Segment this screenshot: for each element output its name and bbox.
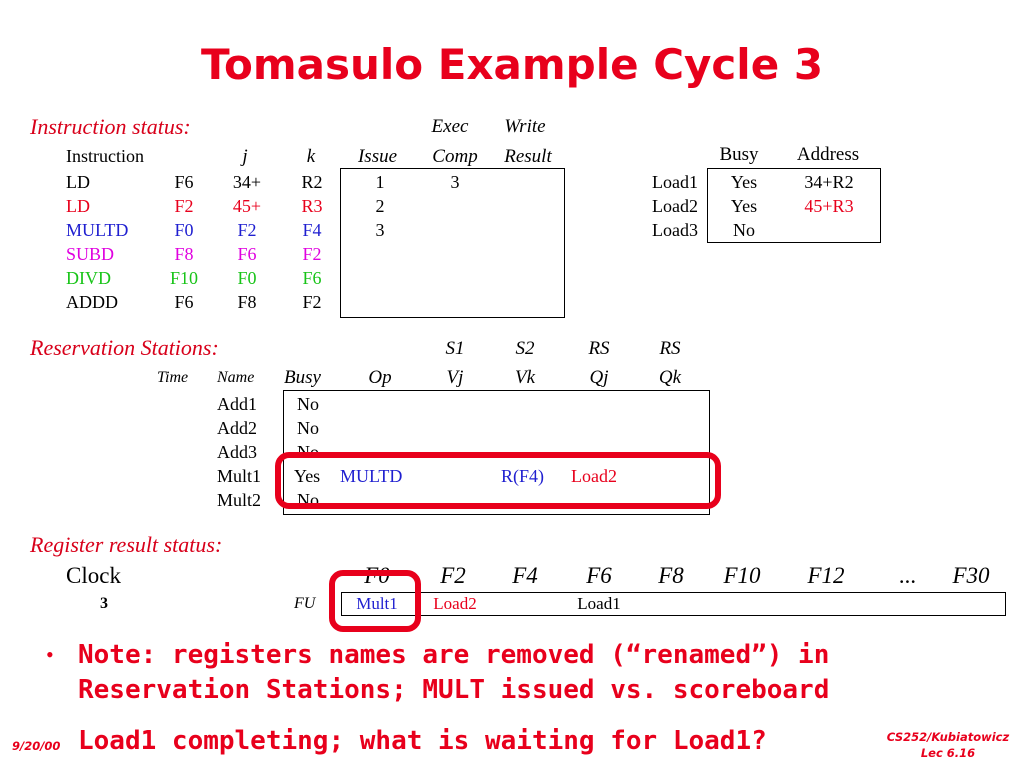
instr-op: ADDD [66, 292, 118, 312]
clock-value: 3 [100, 595, 108, 612]
op-header: Op [368, 367, 392, 388]
note-line-3: Load1 completing; what is waiting for Lo… [78, 726, 767, 756]
instr-dest: F0 [174, 220, 194, 240]
load-address-header: Address [796, 144, 860, 165]
issue-header: Issue [357, 146, 398, 167]
note-line-1: Note: registers names are removed (“rena… [78, 640, 830, 670]
instr-k: F2 [302, 292, 322, 312]
slide-title: Tomasulo Example Cycle 3 [200, 40, 824, 89]
register-value: Load2 [433, 594, 477, 613]
instr-j: F8 [237, 292, 257, 312]
j-header: j [242, 146, 248, 167]
exec-header: Exec [431, 116, 469, 137]
load-name: Load3 [652, 220, 698, 240]
time-header: Time [157, 369, 189, 386]
register-name: F30 [952, 563, 990, 588]
rs-op: MULTD [340, 466, 403, 486]
instr-op: LD [66, 196, 90, 216]
rs-name: Add1 [217, 394, 257, 414]
instr-dest: F2 [174, 196, 194, 216]
load-busy: Yes [730, 172, 758, 192]
register-name: F2 [440, 563, 466, 588]
instr-comp: 3 [450, 172, 460, 192]
instruction-header: Instruction [66, 146, 144, 166]
load-buffer-box [707, 168, 881, 243]
instr-issue: 1 [375, 172, 385, 192]
load-name: Load2 [652, 196, 698, 216]
instr-k: R3 [301, 196, 323, 216]
register-name: F12 [807, 563, 845, 588]
qj-header: Qj [589, 367, 609, 388]
vj-header: Vj [446, 367, 464, 388]
rs-name: Mult1 [217, 466, 262, 486]
rs-qj-top-header: RS [588, 338, 610, 359]
instr-op: LD [66, 172, 90, 192]
rs-name: Mult2 [217, 490, 262, 510]
instr-j: F2 [237, 220, 257, 240]
reservation-stations-label: Reservation Stations: [30, 335, 219, 360]
mult1-highlight [275, 452, 721, 509]
instruction-status-box [340, 168, 565, 318]
instr-dest: F10 [169, 268, 198, 288]
instr-k: F2 [302, 244, 322, 264]
instr-j: F6 [237, 244, 257, 264]
rs-name: Add2 [217, 418, 257, 438]
note-line-2: Reservation Stations; MULT issued vs. sc… [78, 675, 830, 705]
footer-date: 9/20/00 [12, 739, 61, 753]
load-address: 34+R2 [804, 172, 854, 192]
register-value: Mult1 [356, 594, 398, 613]
busy-header: Busy [284, 367, 321, 388]
load-name: Load1 [652, 172, 698, 192]
instr-op: SUBD [66, 244, 115, 264]
load-busy: No [733, 220, 755, 240]
f0-highlight [329, 570, 421, 632]
load-busy-header: Busy [719, 144, 759, 165]
rs-busy: No [297, 418, 319, 438]
rs-busy: No [297, 394, 319, 414]
register-name: F6 [586, 563, 612, 588]
instr-dest: F6 [174, 292, 194, 312]
rs-vk: R(F4) [501, 466, 545, 486]
instr-k: R2 [301, 172, 323, 192]
register-name: F8 [658, 563, 684, 588]
s1-header: S1 [445, 338, 465, 359]
instr-issue: 2 [375, 196, 385, 216]
write-header: Write [504, 116, 546, 137]
fu-label: FU [294, 595, 316, 612]
register-status-label: Register result status: [30, 532, 223, 557]
register-value: Load1 [577, 594, 621, 613]
name-header: Name [217, 369, 255, 386]
instr-dest: F8 [174, 244, 194, 264]
qk-header: Qk [658, 367, 682, 388]
instr-k: F6 [302, 268, 322, 288]
bullet-icon: • [46, 642, 54, 667]
comp-header: Comp [432, 146, 478, 167]
instr-j: 45+ [232, 196, 262, 216]
register-name: F10 [723, 563, 761, 588]
register-status-box [341, 592, 1006, 616]
s2-header: S2 [515, 338, 535, 359]
result-header: Result [504, 146, 552, 167]
load-busy: Yes [730, 196, 758, 216]
instr-op: DIVD [66, 268, 111, 288]
rs-busy: Yes [294, 466, 321, 486]
footer-lecture: Lec 6.16 [920, 746, 976, 760]
load-address: 45+R3 [804, 196, 854, 216]
instr-j: 34+ [232, 172, 262, 192]
vk-header: Vk [514, 367, 536, 388]
instr-k: F4 [302, 220, 322, 240]
instr-issue: 3 [375, 220, 385, 240]
register-name: F4 [512, 563, 538, 588]
footer-course: CS252/Kubiatowicz [886, 730, 1010, 744]
k-header: k [306, 146, 316, 167]
rs-name: Add3 [217, 442, 257, 462]
clock-label: Clock [66, 563, 121, 588]
instr-dest: F6 [174, 172, 194, 192]
instr-j: F0 [237, 268, 257, 288]
register-name: ... [899, 563, 917, 588]
instruction-status-label: Instruction status: [30, 114, 191, 139]
instr-op: MULTD [66, 220, 129, 240]
rs-qk-top-header: RS [659, 338, 681, 359]
rs-qj: Load2 [571, 466, 617, 486]
